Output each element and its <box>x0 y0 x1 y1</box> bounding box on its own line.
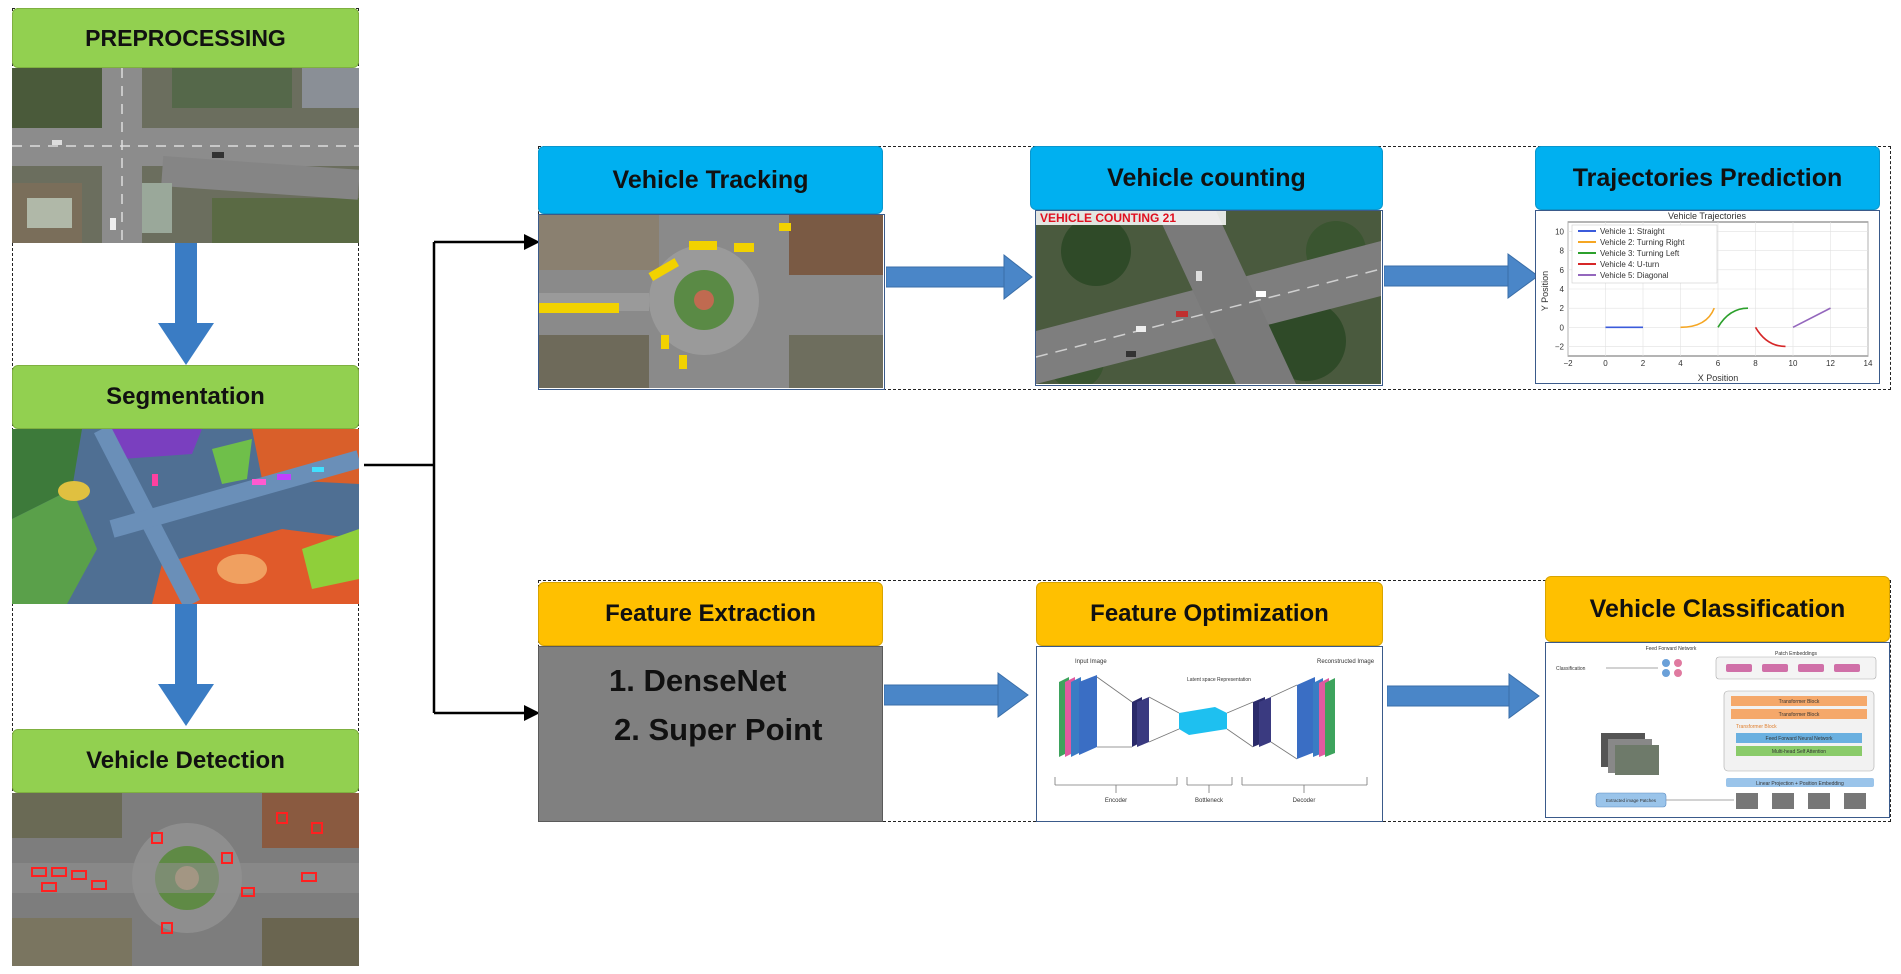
y-tick-label: 0 <box>1560 323 1565 332</box>
trajectory-chart: Vehicle Trajectories −2 0 2 4 6 8 10 12 14 10 8 6 4… <box>1540 211 1873 382</box>
x-tick-label: 6 <box>1716 359 1721 368</box>
feature-optimization-header: Feature Optimization <box>1036 582 1383 646</box>
counting-image: VEHICLE COUNTING 21 <box>1035 210 1383 386</box>
trajectory-chart-panel: Vehicle Trajectories −2 0 2 4 6 8 10 12 14 10 8 6 4… <box>1535 210 1880 384</box>
vit-diagram: Feed Forward Network Classification Patc… <box>1556 646 1877 809</box>
autoencoder-diagram-panel: Input Image Latent space Representation … <box>1036 646 1383 822</box>
tracking-image <box>538 214 885 390</box>
vit-ffnn-label: Feed Forward Neural Network <box>1766 736 1833 742</box>
legend-label: Vehicle 2: Turning Right <box>1600 238 1685 247</box>
vit-mhsa-label: Multi-head Self Attention <box>1772 749 1826 755</box>
extraction-item-superpoint: 2. Super Point <box>614 712 823 747</box>
x-tick-label: 4 <box>1678 359 1683 368</box>
x-tick-label: 10 <box>1789 359 1798 368</box>
vit-tb1-label: Transformer Block <box>1779 699 1820 705</box>
trajectory-line <box>1754 326 1786 348</box>
vit-patch-label: Patch Embeddings <box>1775 651 1817 657</box>
vit-extract-label: Extracted image Patches <box>1606 798 1657 803</box>
segmentation-image <box>12 429 359 604</box>
ae-latent-label: Latent space Representation <box>1187 677 1251 683</box>
x-tick-label: 8 <box>1753 359 1758 368</box>
ae-bottleneck-label: Bottleneck <box>1195 798 1224 804</box>
detection-image <box>12 793 359 966</box>
vit-tb3-label: Transformer Block <box>1736 724 1777 730</box>
ae-encoder-label: Encoder <box>1105 798 1127 804</box>
vit-classification-label: Classification <box>1556 666 1586 672</box>
right-arrow-tracking-counting <box>886 253 1033 301</box>
x-tick-label: 2 <box>1641 359 1646 368</box>
preprocessing-header: PREPROCESSING <box>12 8 359 68</box>
vit-tb2-label: Transformer Block <box>1779 712 1820 718</box>
branch-connector <box>364 234 540 721</box>
autoencoder-diagram: Input Image Latent space Representation … <box>1054 659 1375 804</box>
x-tick-label: 0 <box>1603 359 1608 368</box>
ae-input-label: Input Image <box>1075 659 1107 665</box>
vehicle-tracking-header: Vehicle Tracking <box>538 146 883 214</box>
y-tick-label: 8 <box>1560 247 1565 256</box>
feature-extraction-panel: 1. DenseNet 2. Super Point <box>538 646 883 822</box>
vit-diagram-panel: Feed Forward Network Classification Patc… <box>1545 642 1890 818</box>
y-tick-label: 4 <box>1560 285 1565 294</box>
legend-label: Vehicle 5: Diagonal <box>1600 271 1669 280</box>
extraction-item-densenet: 1. DenseNet <box>609 663 787 698</box>
legend-label: Vehicle 3: Turning Left <box>1600 249 1680 258</box>
ae-decoder-label: Decoder <box>1293 798 1316 804</box>
trajectory-line <box>1680 307 1715 329</box>
y-tick-label: 6 <box>1560 266 1565 275</box>
vit-ffn-label: Feed Forward Network <box>1646 646 1697 652</box>
legend-box <box>1571 224 1718 284</box>
trajectory-chart-xlabel: X Position <box>1698 373 1739 382</box>
trajectory-line <box>1792 307 1831 328</box>
down-arrow-2 <box>158 604 214 726</box>
x-tick-label: 12 <box>1826 359 1835 368</box>
trajectories-prediction-header: Trajectories Prediction <box>1535 146 1880 210</box>
vit-linear-label: Linear Projection + Position Embedding <box>1756 781 1844 787</box>
y-tick-label: −2 <box>1555 342 1565 351</box>
y-tick-label: 2 <box>1560 304 1565 313</box>
y-tick-label: 10 <box>1555 228 1564 237</box>
vehicle-classification-header: Vehicle Classification <box>1545 576 1890 642</box>
feature-extraction-header: Feature Extraction <box>538 582 883 646</box>
ae-output-label: Reconstructed Image <box>1317 659 1375 665</box>
down-arrow-1 <box>158 243 214 365</box>
preprocessing-image <box>12 68 359 243</box>
trajectory-chart-ylabel: Y Position <box>1540 271 1550 311</box>
x-tick-label: −2 <box>1563 359 1573 368</box>
legend-label: Vehicle 4: U-turn <box>1600 260 1659 269</box>
x-tick-label: 14 <box>1864 359 1873 368</box>
trajectory-chart-title: Vehicle Trajectories <box>1668 211 1747 221</box>
right-arrow-extraction-optimization <box>884 672 1029 718</box>
vehicle-counting-header: Vehicle counting <box>1030 146 1383 210</box>
trajectory-line <box>1717 307 1749 328</box>
counting-overlay-text: VEHICLE COUNTING 21 <box>1040 211 1176 225</box>
right-arrow-optimization-classification <box>1387 673 1540 719</box>
right-arrow-counting-prediction <box>1384 253 1539 299</box>
vehicle-detection-header: Vehicle Detection <box>12 729 359 793</box>
legend-label: Vehicle 1: Straight <box>1600 227 1665 236</box>
segmentation-header: Segmentation <box>12 365 359 429</box>
